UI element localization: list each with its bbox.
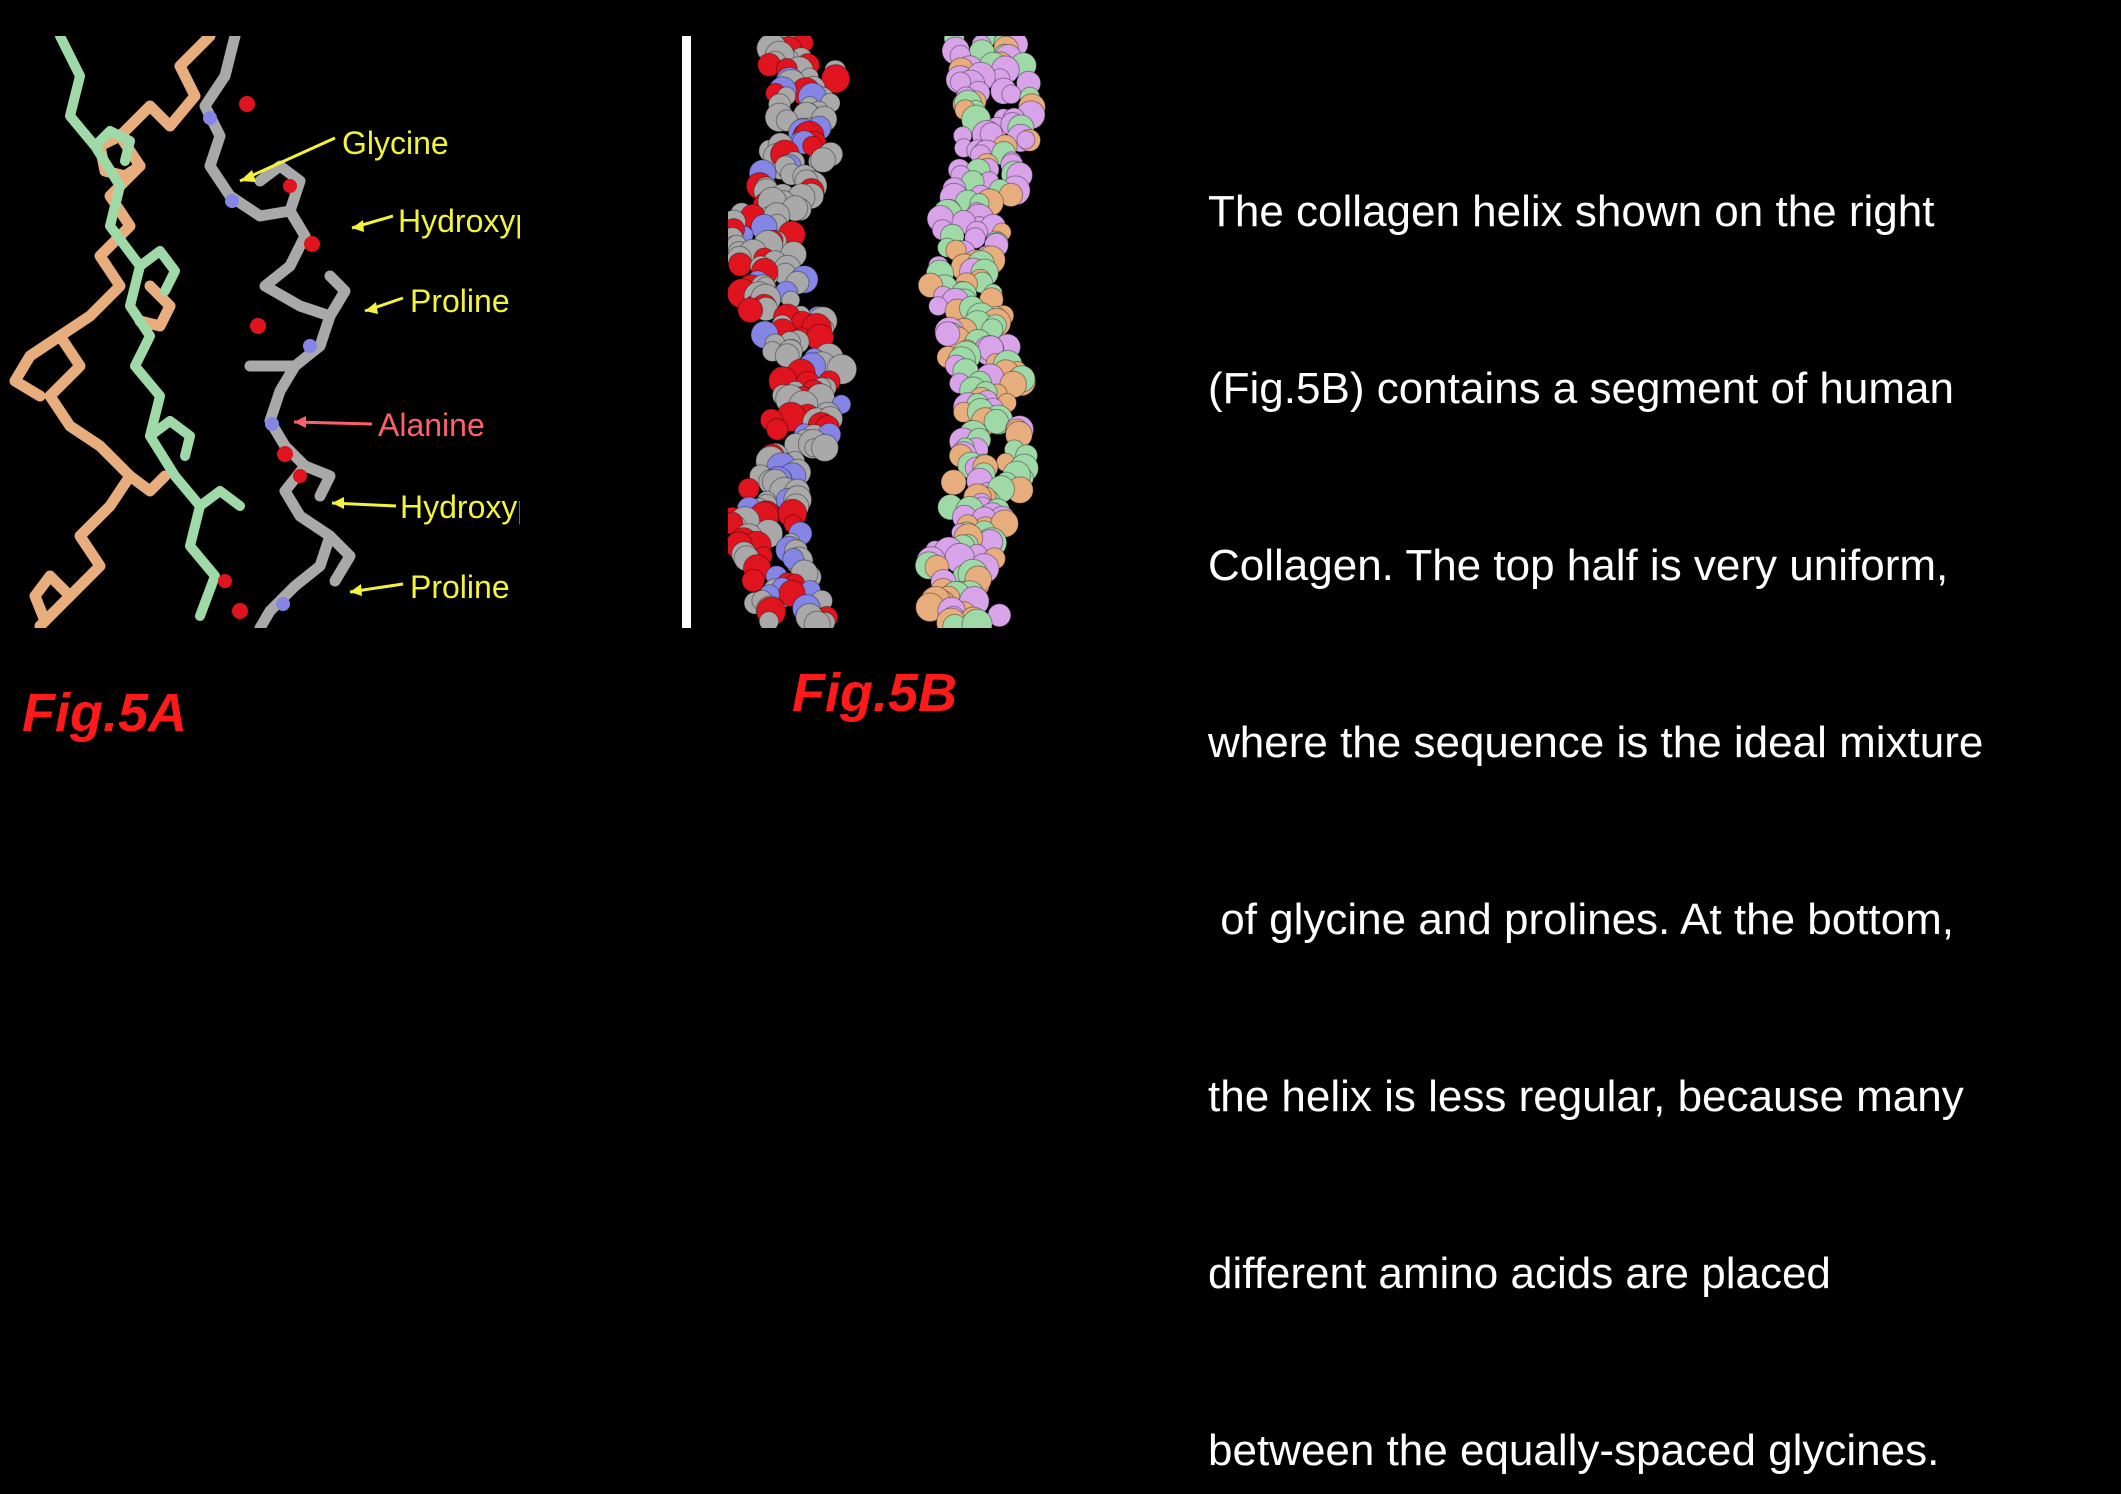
- description-line: (Fig.5B) contains a segment of human: [1208, 364, 1954, 413]
- description-line: different amino acids are placed: [1208, 1249, 1831, 1298]
- description-line: the helix is less regular, because many: [1208, 1072, 1964, 1121]
- description-line: between the equally-spaced glycines.: [1208, 1426, 1940, 1475]
- description-line: The collagen helix shown on the right: [1208, 187, 1935, 236]
- description-line: where the sequence is the ideal mixture: [1208, 718, 1984, 767]
- label-glycine: Glycine: [342, 125, 449, 161]
- fig5a-caption: Fig.5A: [22, 683, 188, 743]
- panel-divider: [682, 36, 691, 628]
- label-alanine: Alanine: [378, 407, 485, 443]
- description-text: The collagen helix shown on the right (F…: [1208, 64, 2108, 1494]
- green-strand: [55, 36, 245, 621]
- fig5b-caption: Fig.5B: [792, 663, 958, 723]
- arrow-heads: [240, 170, 378, 596]
- oxygen-atoms: [218, 96, 320, 619]
- label-hydroxyproline-2: Hydroxyproline: [400, 489, 520, 525]
- label-proline-2: Proline: [410, 569, 510, 605]
- gray-backbone: [199, 36, 356, 628]
- nitrogen-atoms: [203, 111, 317, 611]
- fig5b-space-filling-model: [728, 36, 1090, 628]
- fig5a-stick-model: Glycine Hydroxyproline Proline Alanine H…: [0, 36, 520, 628]
- arrow-alanine: [293, 420, 373, 426]
- label-hydroxyproline-1: Hydroxyproline: [398, 203, 520, 239]
- helix-atoms: [728, 36, 1046, 628]
- arrow-glycine: [239, 136, 336, 183]
- description-line: Collagen. The top half is very uniform,: [1208, 541, 1949, 590]
- description-line: of glycine and prolines. At the bottom,: [1208, 895, 1955, 944]
- label-proline-1: Proline: [410, 283, 510, 319]
